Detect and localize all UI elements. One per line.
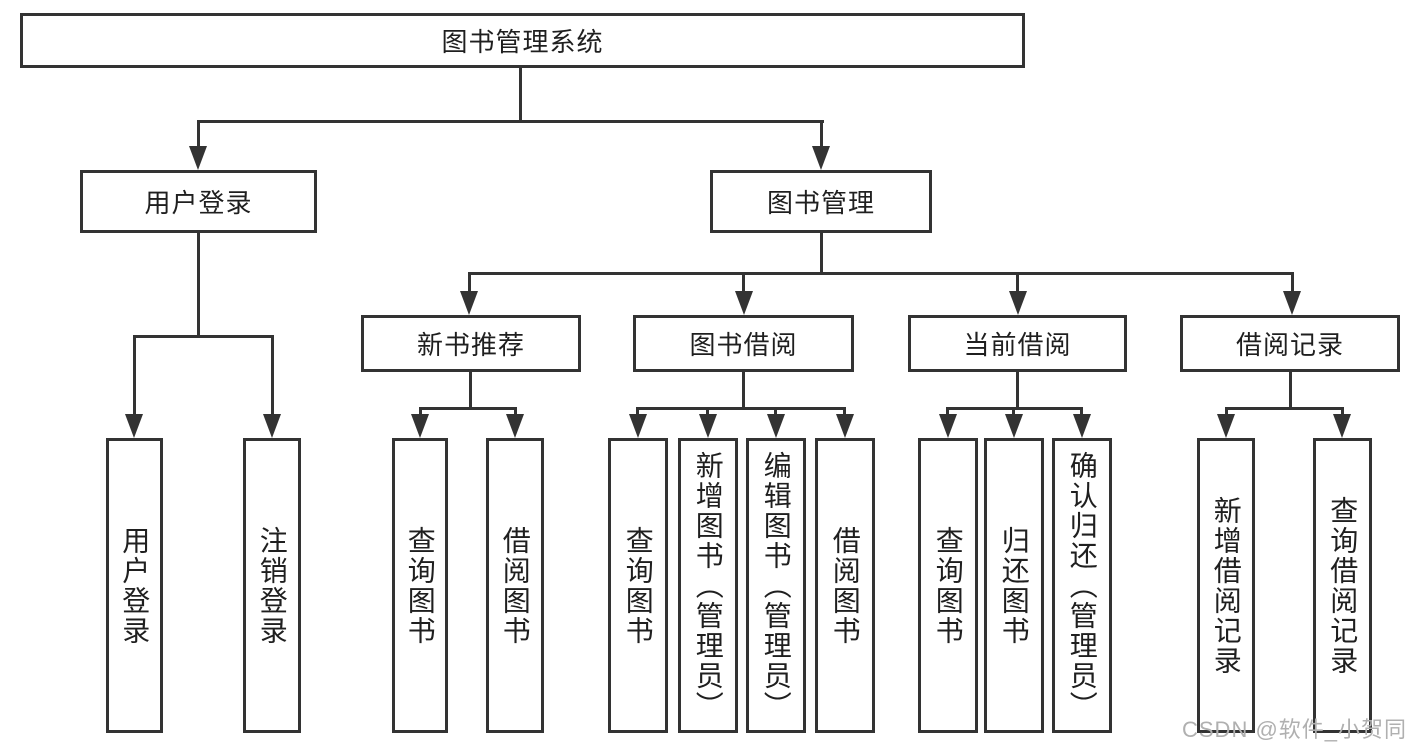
connector-drop-user-login <box>197 120 200 150</box>
connector-drop-e2 <box>1341 407 1344 418</box>
connector-drop-book-management <box>820 120 823 150</box>
arrowhead-to-new-book-recommend <box>460 291 478 315</box>
leaf-user-login: 用户登录 <box>106 438 163 733</box>
leaf-edit-books-admin: 编辑图书（管理员） <box>746 438 806 733</box>
arrowhead-to-add-borrow-record <box>1217 414 1235 438</box>
leaf-query-books-current: 查询图书 <box>918 438 978 733</box>
leaf-add-borrow-record: 新增借阅记录 <box>1197 438 1255 733</box>
connector-root-rail <box>197 120 824 123</box>
csdn-watermark: CSDN @软件_小贺同学 <box>1182 717 1405 742</box>
connector-drop-d2 <box>1012 407 1015 418</box>
arrowhead-to-return-books <box>1005 414 1023 438</box>
arrowhead-to-query-books-current <box>939 414 957 438</box>
connector-drop-current-borrowing <box>1016 272 1019 294</box>
node-user-login: 用户登录 <box>80 170 317 233</box>
leaf-add-books-admin: 新增图书（管理员） <box>678 438 738 733</box>
connector-current-borrowing-stem <box>1016 372 1019 407</box>
connector-root-stem <box>519 68 522 120</box>
arrowhead-to-leaf-logout <box>263 414 281 438</box>
connector-book-management-stem <box>820 233 823 272</box>
connector-drop-borrowing-records <box>1291 272 1294 294</box>
leaf-borrow-books: 借阅图书 <box>815 438 875 733</box>
leaf-borrow-books-recommend: 借阅图书 <box>486 438 544 733</box>
connector-drop-leaf-user-login <box>133 335 136 418</box>
node-book-management: 图书管理 <box>710 170 932 233</box>
node-borrowing-records: 借阅记录 <box>1180 315 1400 372</box>
arrowhead-to-user-login <box>189 146 207 170</box>
connector-drop-b2 <box>514 407 517 418</box>
arrowhead-to-current-borrowing <box>1009 291 1027 315</box>
connector-book-management-rail <box>468 272 1294 275</box>
leaf-return-books: 归还图书 <box>984 438 1044 733</box>
connector-drop-e1 <box>1225 407 1228 418</box>
connector-drop-book-borrowing <box>742 272 745 294</box>
arrowhead-to-borrow-books <box>836 414 854 438</box>
connector-drop-new-book-recommend <box>468 272 471 294</box>
connector-drop-c2 <box>706 407 709 418</box>
arrowhead-to-add-books-admin <box>699 414 717 438</box>
connector-borrowing-records-stem <box>1289 372 1292 407</box>
connector-user-login-stem <box>197 233 200 335</box>
connector-new-book-recommend-rail <box>419 407 517 410</box>
connector-user-login-rail <box>133 335 274 338</box>
leaf-query-books-recommend: 查询图书 <box>392 438 448 733</box>
connector-drop-leaf-logout <box>271 335 274 418</box>
leaf-query-books-borrowing: 查询图书 <box>608 438 668 733</box>
arrowhead-to-book-borrowing <box>735 291 753 315</box>
arrowhead-to-confirm-return-admin <box>1073 414 1091 438</box>
connector-drop-c1 <box>636 407 639 418</box>
connector-current-borrowing-rail <box>947 407 1083 410</box>
leaf-confirm-return-admin: 确认归还（管理员） <box>1052 438 1112 733</box>
connector-drop-c4 <box>843 407 846 418</box>
arrowhead-to-leaf-user-login <box>125 414 143 438</box>
leaf-query-borrow-record: 查询借阅记录 <box>1313 438 1372 733</box>
connector-drop-b1 <box>419 407 422 418</box>
arrowhead-to-borrow-books-recommend <box>506 414 524 438</box>
connector-book-borrowing-rail <box>637 407 846 410</box>
arrowhead-to-query-books-borrowing <box>629 414 647 438</box>
connector-drop-d3 <box>1080 407 1083 418</box>
node-library-management-system: 图书管理系统 <box>20 13 1025 68</box>
connector-borrowing-records-rail <box>1225 407 1343 410</box>
node-book-borrowing: 图书借阅 <box>633 315 854 372</box>
node-new-book-recommend: 新书推荐 <box>361 315 581 372</box>
arrowhead-to-book-management <box>812 146 830 170</box>
arrowhead-to-edit-books-admin <box>767 414 785 438</box>
arrowhead-to-query-books-recommend <box>411 414 429 438</box>
connector-new-book-recommend-stem <box>469 372 472 407</box>
leaf-logout: 注销登录 <box>243 438 301 733</box>
connector-book-borrowing-stem <box>742 372 745 407</box>
arrowhead-to-borrowing-records <box>1283 291 1301 315</box>
connector-drop-d1 <box>946 407 949 418</box>
arrowhead-to-query-borrow-record <box>1333 414 1351 438</box>
connector-drop-c3 <box>774 407 777 418</box>
node-current-borrowing: 当前借阅 <box>908 315 1127 372</box>
